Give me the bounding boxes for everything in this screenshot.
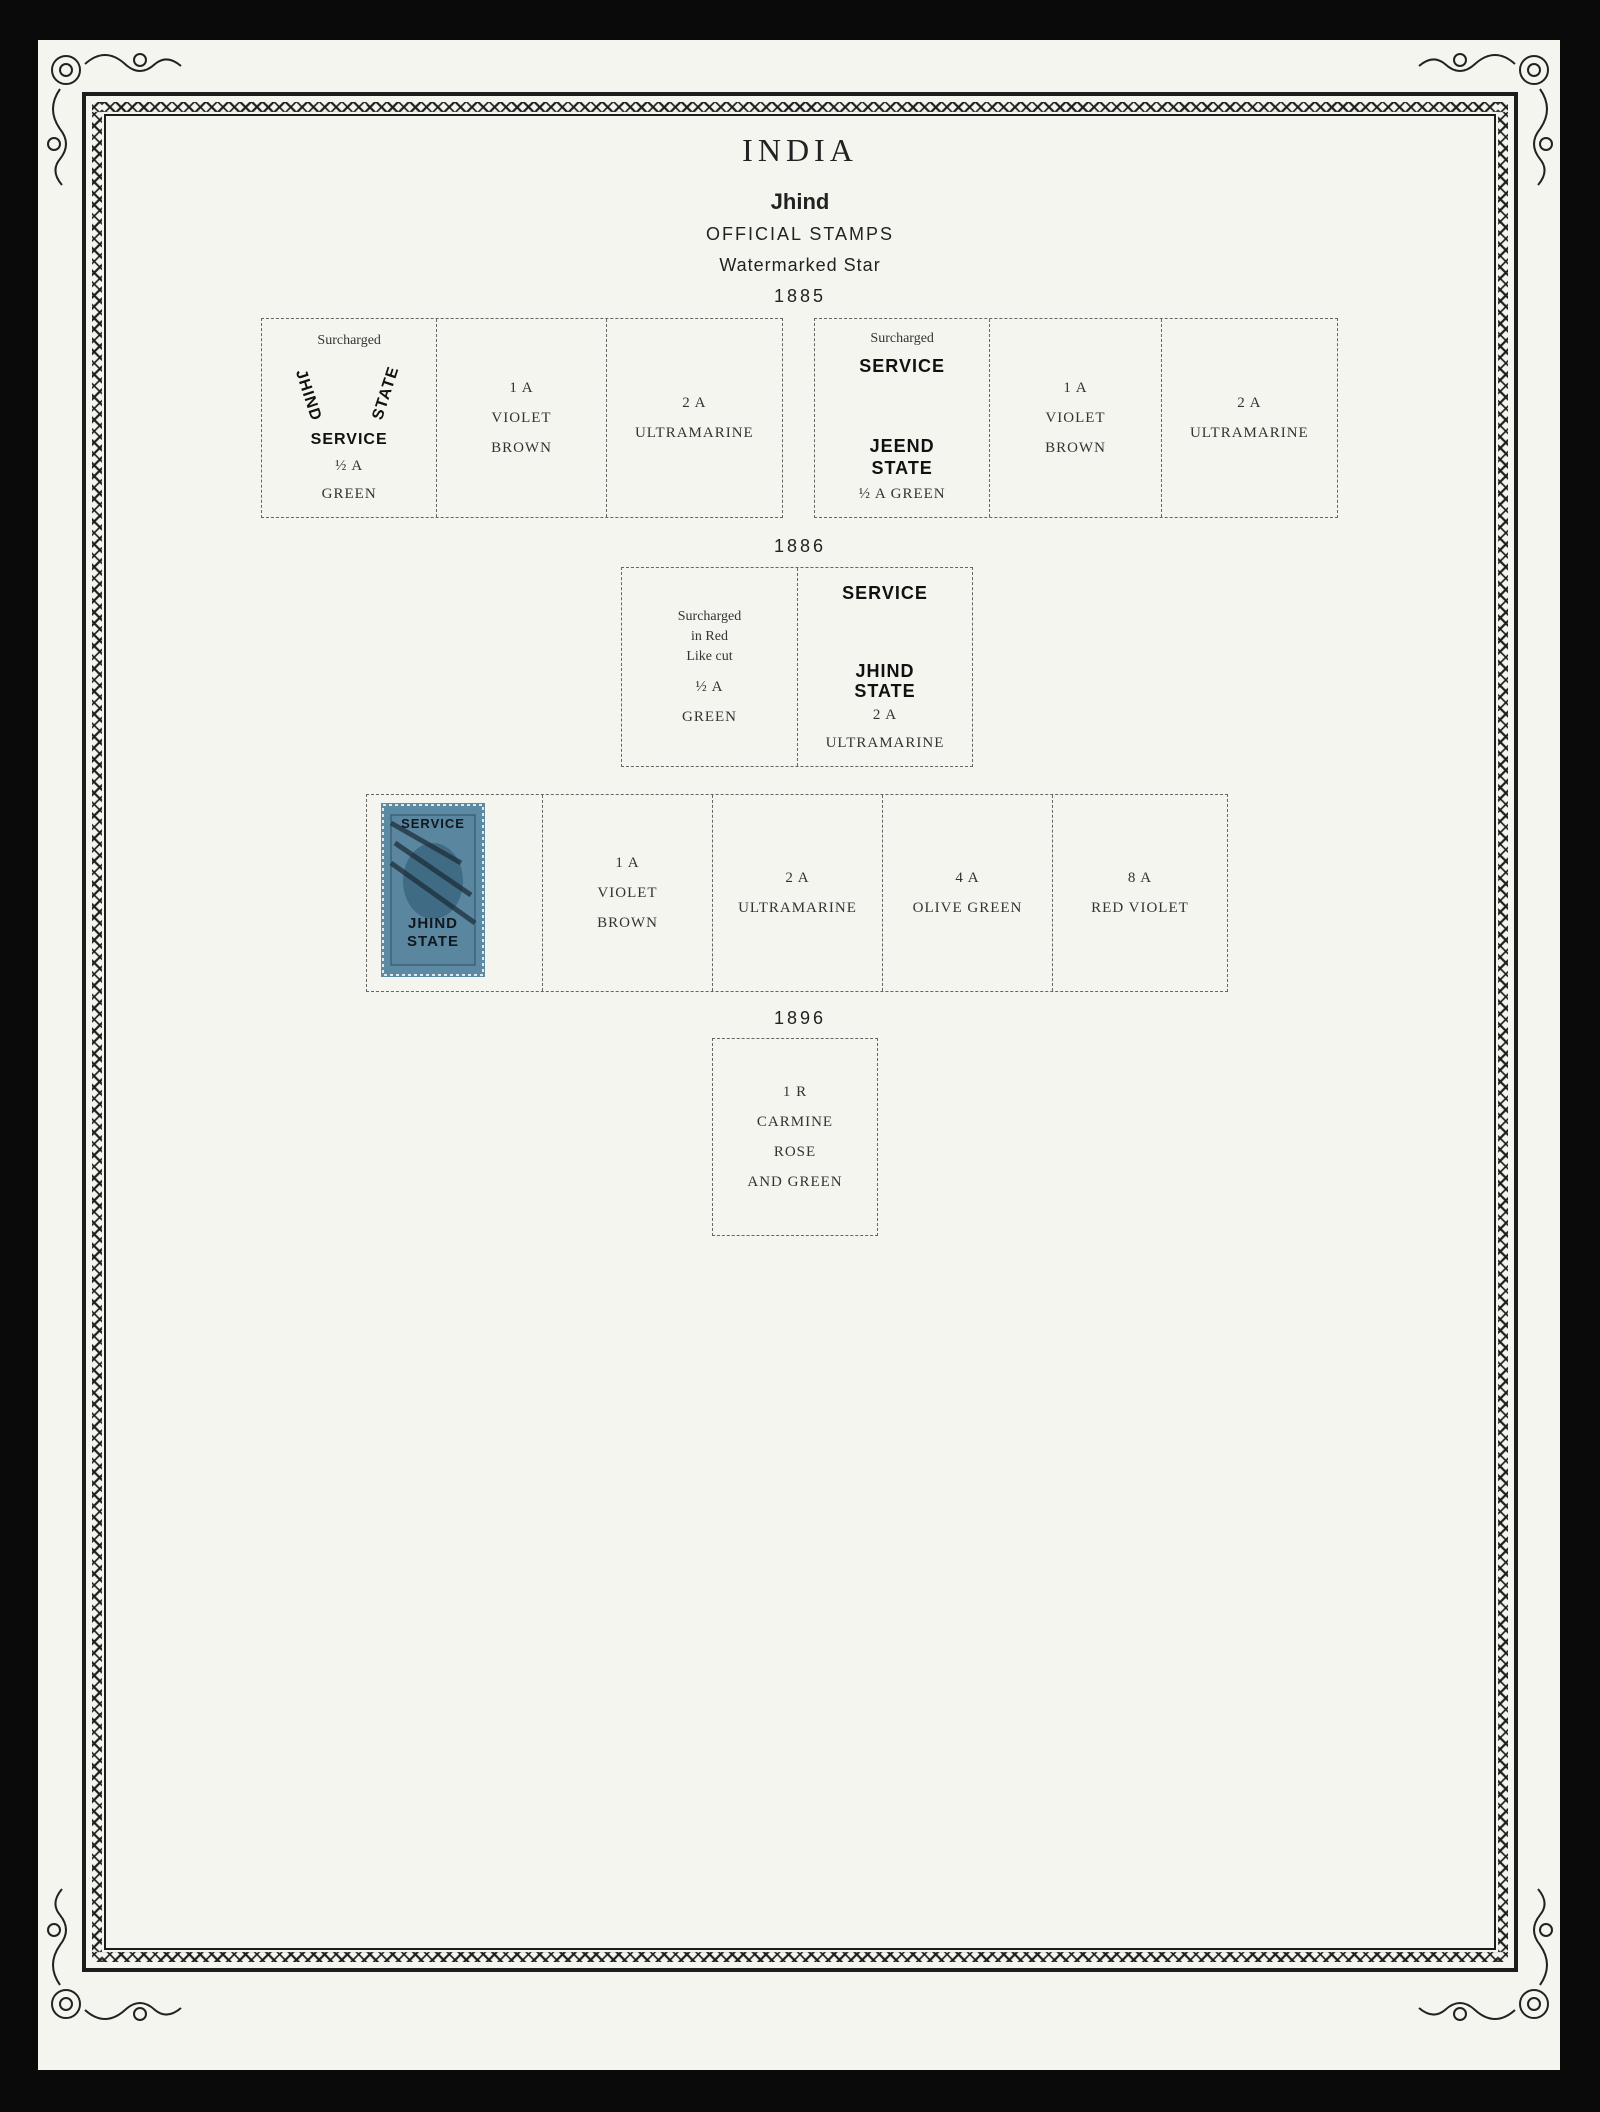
stamp-space[interactable]: Surcharged in Red Like cut ½ A GREEN <box>622 568 798 766</box>
stamp-overprint-jhind: JHIND <box>407 915 458 932</box>
overprint-service: SERVICE <box>859 356 945 376</box>
page-border-wave <box>92 102 1508 1962</box>
stamp-color: RED VIOLET <box>1091 900 1189 916</box>
denomination: 1 R <box>782 1084 808 1100</box>
denomination: ½ A <box>695 679 724 695</box>
stamp-space[interactable]: SERVICE JHIND STATE <box>367 795 543 991</box>
denomination: ½ A <box>335 458 364 474</box>
page-border-inner <box>104 114 1496 1950</box>
denomination: 1 A <box>615 855 640 871</box>
corner-ornament-icon <box>1370 44 1560 214</box>
stamp-color: GREEN <box>682 709 737 725</box>
corner-ornament-icon <box>40 1860 230 2030</box>
mounted-stamp[interactable]: SERVICE JHIND STATE <box>381 803 485 977</box>
corner-ornament-icon <box>1370 1860 1560 2030</box>
stamp-row: SERVICE JHIND STATE 1 A VIOLET BROWN 2 A… <box>366 794 1228 992</box>
stamp-color: CARMINE <box>756 1114 834 1130</box>
stamp-overprint-state: STATE <box>407 933 459 950</box>
stamp-color: BROWN <box>597 915 658 931</box>
stamp-color: ULTRAMARINE <box>634 425 754 441</box>
stamp-space[interactable]: 2 A ULTRAMARINE <box>713 795 883 991</box>
denomination: 4 A <box>955 870 980 886</box>
overprint-state: STATE <box>854 681 916 701</box>
stamp-color: ULTRAMARINE <box>1189 425 1309 441</box>
overprint-jhind: JHIND <box>855 661 915 681</box>
stamp-color: AND GREEN <box>747 1174 843 1190</box>
overprint-service: SERVICE <box>842 583 928 603</box>
stamp-row: 1 R CARMINE ROSE AND GREEN <box>712 1038 878 1236</box>
stamp-row: Surcharged JHIND STATE SERVICE ½ A GREEN… <box>261 318 783 518</box>
country-title: INDIA <box>742 132 858 168</box>
overprint-service: SERVICE <box>310 431 388 448</box>
stamp-color: VIOLET <box>597 885 658 901</box>
denomination: 2 A <box>1237 395 1262 411</box>
stamp-space[interactable]: 2 A ULTRAMARINE <box>607 319 782 517</box>
denomination: 1 A <box>509 380 534 396</box>
surcharge-note: in Red <box>691 629 728 644</box>
stamp-color: BROWN <box>491 440 552 456</box>
stamp-space[interactable]: Surcharged SERVICE JEEND STATE ½ A GREEN <box>815 319 991 517</box>
stamp-color: ULTRAMARINE <box>738 900 857 916</box>
stamp-space[interactable]: 1 R CARMINE ROSE AND GREEN <box>713 1039 877 1235</box>
stamp-color: GREEN <box>321 486 377 502</box>
denomination: 1 A <box>1063 380 1088 396</box>
corner-ornament-icon <box>40 44 230 214</box>
watermark-subtitle: Watermarked Star <box>719 255 881 275</box>
denomination: 2 A <box>872 707 898 723</box>
stamp-color: OLIVE GREEN <box>912 900 1023 916</box>
overprint-arc-right: STATE <box>369 364 403 422</box>
overprint-jeend: JEEND <box>869 436 935 456</box>
denomination: 2 A <box>682 395 707 411</box>
stamp-space[interactable]: 1 A VIOLET BROWN <box>437 319 607 517</box>
overprint-state: STATE <box>871 458 933 478</box>
stamp-row: Surcharged SERVICE JEEND STATE ½ A GREEN… <box>814 318 1338 518</box>
overprint-arc-left: JHIND <box>291 367 325 424</box>
stamp-color: ROSE <box>773 1144 817 1160</box>
category-title: OFFICIAL STAMPS <box>705 224 895 244</box>
stamp-color: BROWN <box>1045 440 1106 456</box>
stamp-color: VIOLET <box>1045 410 1106 426</box>
stamp-space[interactable]: 4 A OLIVE GREEN <box>883 795 1053 991</box>
surcharge-note: Surcharged <box>317 333 381 348</box>
stamp-color: VIOLET <box>491 410 552 426</box>
year-heading: 1896 <box>773 1008 827 1028</box>
surcharge-note: Like cut <box>686 649 733 664</box>
denomination-color: ½ A GREEN <box>858 486 946 502</box>
stamp-color: ULTRAMARINE <box>825 735 945 751</box>
stamp-overprint-service: SERVICE <box>401 816 465 831</box>
state-title: Jhind <box>770 189 830 214</box>
denomination: 8 A <box>1127 870 1153 886</box>
denomination: 2 A <box>785 870 810 886</box>
surcharge-note: Surcharged <box>870 331 934 346</box>
stamp-space[interactable]: 8 A RED VIOLET <box>1053 795 1227 991</box>
year-heading: 1886 <box>773 536 827 556</box>
stamp-space[interactable]: 1 A VIOLET BROWN <box>990 319 1162 517</box>
stamp-row: Surcharged in Red Like cut ½ A GREEN SER… <box>621 567 973 767</box>
year-heading: 1885 <box>773 286 827 306</box>
surcharge-note: Surcharged <box>677 609 742 624</box>
stamp-space[interactable]: SERVICE JHIND STATE 2 A ULTRAMARINE <box>798 568 972 766</box>
stamp-space[interactable]: 1 A VIOLET BROWN <box>543 795 713 991</box>
stamp-space[interactable]: 2 A ULTRAMARINE <box>1162 319 1337 517</box>
stamp-space[interactable]: Surcharged JHIND STATE SERVICE ½ A GREEN <box>262 319 438 517</box>
page-border-outer <box>82 92 1518 1972</box>
